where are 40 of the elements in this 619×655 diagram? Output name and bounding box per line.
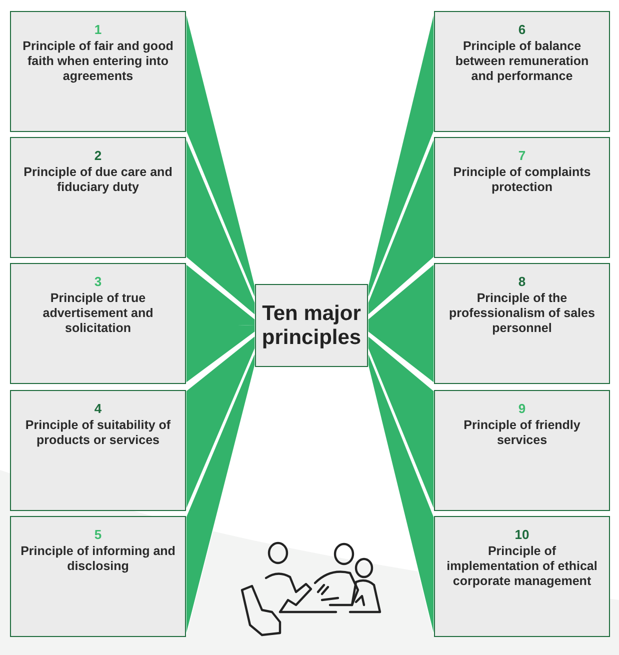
principle-text: Principle of informing and disclosing [20, 544, 176, 574]
connector-wedge [186, 138, 256, 316]
central-box [255, 284, 368, 367]
principle-box [434, 390, 610, 511]
principle-number: 7 [517, 148, 527, 163]
principle-text: Principle of implementation of ethical corporate management [446, 544, 598, 589]
principle-box [10, 11, 186, 132]
principle-number: 6 [517, 22, 527, 37]
principle-number: 8 [517, 274, 527, 289]
central-title: Ten major principles [260, 302, 362, 350]
connector-wedge [368, 263, 434, 384]
principle-text: Principle of true advertisement and solicitation [42, 291, 154, 336]
principle-number: 9 [517, 401, 527, 416]
principle-text: Principle of complaints protection [452, 165, 592, 195]
connector-wedge [368, 334, 434, 510]
principle-text: Principle of the professionalism of sales personnel [448, 291, 596, 336]
principle-number: 1 [93, 22, 103, 37]
principle-box [10, 390, 186, 511]
principle-text: Principle of suitability of products or services [24, 418, 172, 448]
principle-box [434, 516, 610, 637]
principle-box [10, 516, 186, 637]
principle-box [434, 11, 610, 132]
principle-text: Principle of fair and good faith when entering into agreements [22, 39, 174, 84]
principle-number: 2 [93, 148, 103, 163]
connector-wedge [368, 352, 434, 636]
principle-box [10, 137, 186, 258]
principle-box [434, 263, 610, 384]
connector-wedge [186, 334, 256, 510]
principle-text: Principle of friendly services [462, 418, 582, 448]
connector-wedge [186, 352, 256, 636]
principle-box [10, 263, 186, 384]
principle-number: 3 [93, 274, 103, 289]
principle-number: 10 [514, 527, 530, 542]
principle-number: 5 [93, 527, 103, 542]
principle-text: Principle of balance between remuneration and performance [454, 39, 590, 84]
principle-number: 4 [93, 401, 103, 416]
principle-text: Principle of due care and fiduciary duty [22, 165, 174, 195]
principle-box [434, 137, 610, 258]
connector-wedge [368, 138, 434, 316]
connector-wedge [186, 263, 256, 384]
